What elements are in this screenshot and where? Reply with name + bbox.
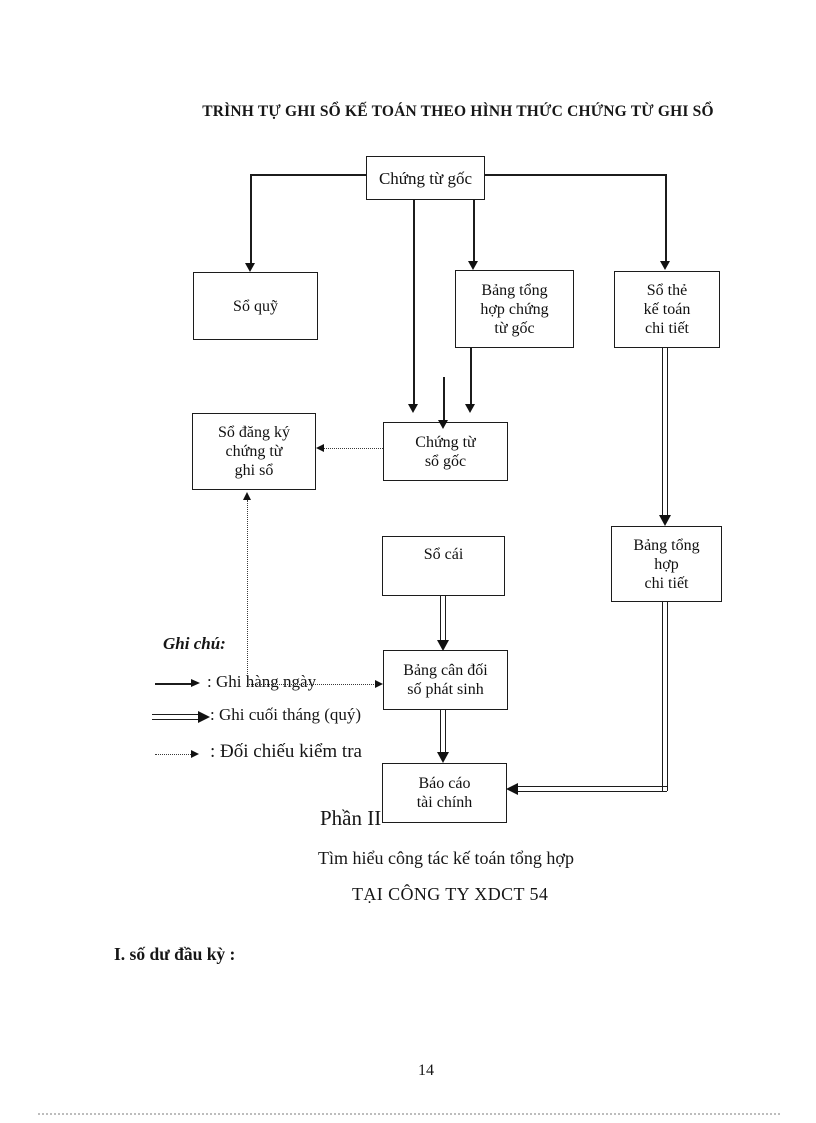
connector-bthchitiet-down (662, 602, 668, 791)
legend-solid-arrow (155, 683, 193, 685)
section-heading: I. số dư đầu kỳ : (114, 944, 236, 964)
connector-top-left-horizontal (250, 174, 366, 176)
box-chung-tu-so-goc: Chứng từ sổ gốc (383, 422, 508, 481)
box-chung-tu-goc-label: Chứng từ gốc (378, 168, 473, 188)
connector-bthchitiet-to-baocao (518, 786, 667, 792)
box-line: Bảng tổng (481, 281, 548, 299)
connector-chungtugoc-to-bangtonghop (473, 200, 475, 261)
arrowhead-bangtonghop (468, 261, 478, 270)
box-line: chi tiết (645, 320, 689, 337)
box-line: Bảng cân đối (403, 662, 488, 679)
box-line: sổ gốc (424, 452, 467, 470)
box-line: Sổ thẻ (646, 282, 688, 299)
legend-double-arrowhead (198, 711, 210, 723)
box-so-quy: Sổ quỹ (193, 272, 318, 340)
box-so-quy-label: Sổ quỹ (233, 297, 278, 315)
connector-check-to-bangcandoi (247, 684, 378, 685)
legend-item-monthly: : Ghi cuối tháng (quý) (210, 705, 362, 724)
arrowhead-to-so-the (660, 261, 670, 270)
box-line: từ gốc (494, 319, 535, 337)
connector-to-so-quy (250, 174, 252, 264)
arrowhead-bangcandoi-left (375, 680, 383, 688)
connector-top-right-horizontal (485, 174, 666, 176)
box-line: số phát sinh (407, 681, 484, 698)
connector-to-so-the (665, 174, 667, 262)
connector-bangtonghop-to-chungtusogoc (470, 348, 472, 404)
connector-chungtusogoc-to-sodangky (320, 448, 383, 449)
connector-chungtugoc-to-chungtusogoc (413, 200, 415, 404)
arrowhead-to-so-quy (245, 263, 255, 272)
box-so-cai: Sổ cái (382, 536, 505, 596)
arrowhead-sodangky-bottom (243, 492, 251, 500)
arrowhead-bangcandoi (437, 640, 449, 651)
arrowhead-baocao-top (437, 752, 449, 763)
box-line: Sổ đăng ký (218, 424, 290, 441)
legend-dotted-arrowhead (191, 750, 199, 758)
page-number: 14 (418, 1062, 434, 1079)
box-bang-tong-hop-chi-tiet: Bảng tổng hợp chi tiết (611, 526, 722, 602)
box-bang-can-doi: Bảng cân đối số phát sinh (383, 650, 508, 710)
connector-socai-to-bangcandoi (440, 596, 446, 642)
box-line: tài chính (416, 794, 473, 811)
box-line: ghi sổ (234, 462, 274, 479)
legend-heading: Ghi chú: (163, 634, 226, 653)
part-heading: Phần II (320, 806, 382, 830)
box-line: Chứng từ (415, 433, 476, 451)
legend-item-daily: : Ghi hàng ngày (207, 672, 317, 691)
page-title: TRÌNH TỰ GHI SỔ KẾ TOÁN THEO HÌNH THỨC C… (202, 103, 714, 120)
arrowhead-bthchitiet (659, 515, 671, 526)
connector-middle-short (443, 377, 445, 421)
arrowhead-baocao-right (506, 783, 518, 795)
arrowhead-sodangky-right (316, 444, 324, 452)
box-line: Báo cáo (418, 775, 471, 792)
box-line: hợp (654, 555, 679, 573)
box-so-the-ke-toan-chi-tiet: Sổ thẻ kế toán chi tiết (614, 271, 720, 348)
box-line: chi tiết (644, 574, 689, 592)
box-line: hợp chứng (480, 300, 549, 318)
company-name: TẠI CÔNG TY XDCT 54 (352, 884, 549, 904)
box-line: chứng từ (225, 443, 283, 460)
box-chung-tu-goc: Chứng từ gốc (366, 156, 485, 200)
box-so-dang-ky: Sổ đăng ký chứng từ ghi sổ (192, 413, 316, 490)
box-so-cai-label: Sổ cái (423, 546, 464, 563)
arrowhead-chungtusogoc-right (465, 404, 475, 413)
box-line: Bảng tổng (633, 536, 700, 554)
legend-item-check: : Đối chiếu kiểm tra (210, 741, 362, 762)
arrowhead-chungtusogoc-middle (438, 420, 448, 429)
connector-check-vertical (247, 500, 248, 684)
connector-bangcandoi-to-baocao (440, 710, 446, 755)
legend-dotted-arrow (155, 754, 193, 755)
box-line: kế toán (643, 301, 691, 318)
bottom-dotted-rule (38, 1113, 780, 1115)
subtitle: Tìm hiểu công tác kế toán tổng hợp (318, 848, 574, 868)
legend-solid-arrowhead (191, 679, 200, 687)
connector-sothe-to-bthchitiet (662, 348, 668, 516)
legend-double-arrow (152, 714, 200, 720)
box-bang-tong-hop-chung-tu-goc: Bảng tổng hợp chứng từ gốc (455, 270, 574, 348)
arrowhead-chungtusogoc-left (408, 404, 418, 413)
box-bao-cao-tai-chinh: Báo cáo tài chính (382, 763, 507, 823)
